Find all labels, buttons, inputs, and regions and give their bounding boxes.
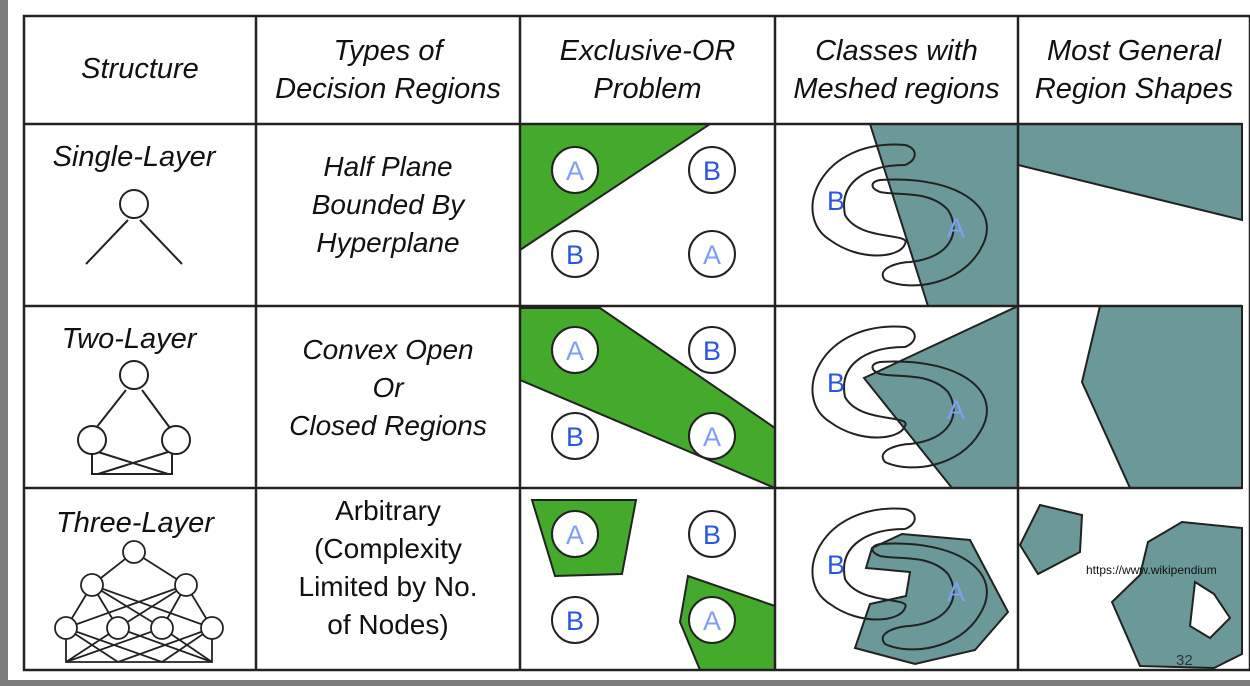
- two-layer-network-icon: [77, 360, 191, 475]
- meshed-crescents-row2: [811, 325, 988, 469]
- meshed-label-a: A: [947, 577, 965, 607]
- table-grid: [22, 14, 1250, 672]
- xor-label-a: A: [566, 520, 584, 550]
- xor-single-region: [519, 123, 714, 252]
- region-type-three: Arbitrary (Complexity Limited by No. of …: [298, 495, 478, 640]
- xor-label-b: B: [566, 606, 584, 636]
- region-type-two: Convex Open Or Closed Regions: [289, 334, 487, 441]
- meshed-label-b: B: [827, 368, 845, 398]
- structure-two-layer: Two-Layer: [61, 323, 197, 355]
- structure-single-layer: Single-Layer: [52, 141, 216, 173]
- source-watermark[interactable]: https://www.wikipendium: [1086, 563, 1217, 577]
- meshed-crescents-row3: [811, 507, 988, 651]
- meshed-crescents-row1: [811, 143, 988, 287]
- header-types: Types of Decision Regions: [275, 35, 501, 105]
- general-three-region-a: [1018, 503, 1084, 576]
- meshed-label-b: B: [827, 186, 845, 216]
- meshed-two-region: [862, 304, 1019, 489]
- xor-label-a: A: [566, 156, 584, 186]
- xor-label-b: B: [703, 336, 721, 366]
- general-three-region-b: [1110, 520, 1243, 670]
- structure-three-layer: Three-Layer: [56, 507, 214, 539]
- xor-label-b: B: [566, 240, 584, 270]
- meshed-label-a: A: [947, 395, 965, 425]
- single-layer-network-icon: [85, 189, 183, 265]
- xor-circles: [551, 146, 736, 644]
- xor-label-a: A: [703, 240, 721, 270]
- xor-label-a: A: [703, 606, 721, 636]
- meshed-label-a: A: [947, 213, 965, 243]
- header-meshed: Classes with Meshed regions: [793, 35, 1000, 105]
- general-two-region: [1080, 305, 1243, 489]
- xor-label-b: B: [566, 422, 584, 452]
- general-single-region: [1017, 123, 1243, 222]
- meshed-label-b: B: [827, 550, 845, 580]
- xor-label-b: B: [703, 520, 721, 550]
- meshed-three-region: [853, 532, 1010, 666]
- xor-label-a: A: [703, 422, 721, 452]
- three-layer-network-icon: [54, 540, 224, 663]
- class-labels: A B B A A B B A A B B A B A B A B A: [566, 156, 965, 636]
- page-number: 32: [1176, 652, 1193, 669]
- header-general: Most General Region Shapes: [1034, 35, 1234, 105]
- region-type-single: Half Plane Bounded By Hyperplane: [311, 151, 465, 258]
- xor-label-a: A: [566, 336, 584, 366]
- xor-label-b: B: [703, 156, 721, 186]
- header-structure: Structure: [81, 53, 199, 85]
- header-xor: Exclusive-OR Problem: [559, 35, 736, 105]
